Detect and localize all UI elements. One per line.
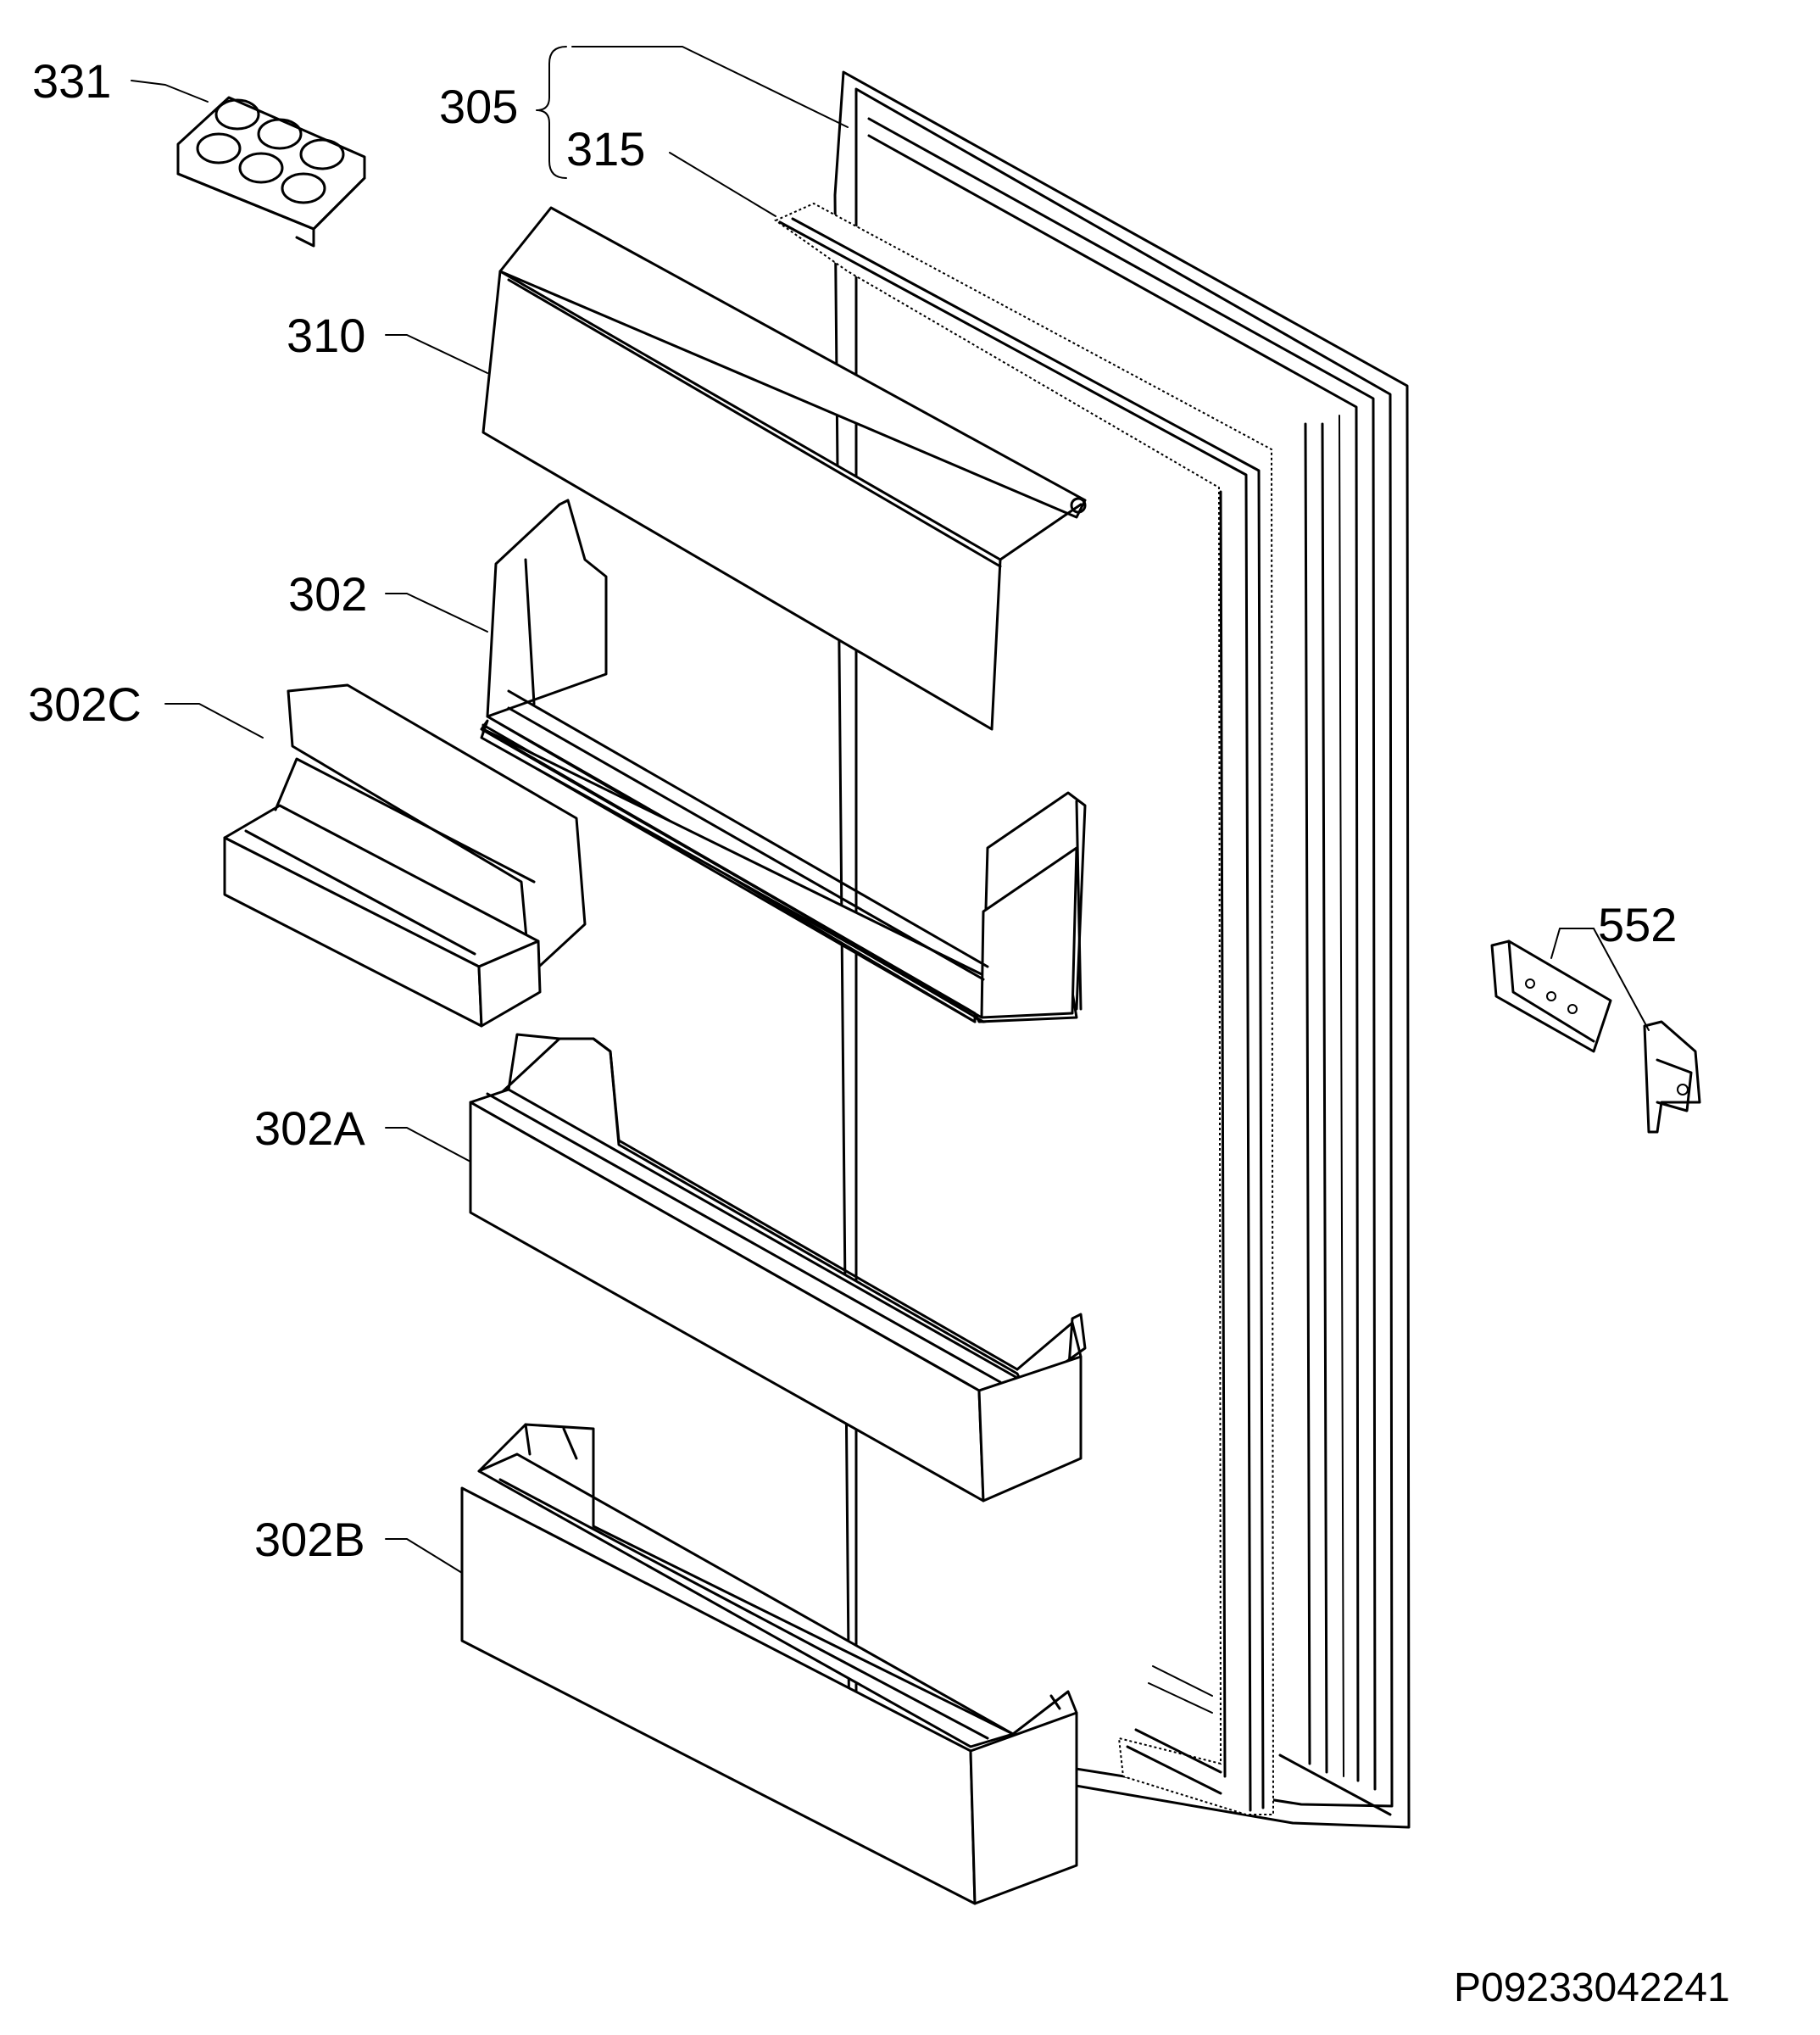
small-box-part-302c <box>223 683 587 1028</box>
door-shelf-part-302 <box>480 499 1087 1023</box>
egg-tray-part-331 <box>176 96 366 248</box>
label-331: 331 <box>32 54 111 108</box>
label-302a: 302A <box>254 1101 365 1155</box>
door-shelf-part-302a <box>469 1033 1087 1503</box>
label-310: 310 <box>287 309 365 362</box>
label-302c: 302C <box>28 677 142 731</box>
label-302b: 302B <box>254 1513 365 1566</box>
label-552: 552 <box>1598 898 1677 951</box>
leader-lines <box>131 46 1650 1574</box>
hinge-bracket-part-552 <box>1490 939 1701 1134</box>
label-302: 302 <box>288 567 367 621</box>
door-shelf-part-302b <box>460 1423 1078 1905</box>
drawing-code: P09233042241 <box>1454 1965 1730 2010</box>
dairy-flap-part-310 <box>481 206 1087 731</box>
label-315: 315 <box>566 122 645 176</box>
label-305: 305 <box>439 80 518 133</box>
door-seal-part-315 <box>773 202 1275 1815</box>
